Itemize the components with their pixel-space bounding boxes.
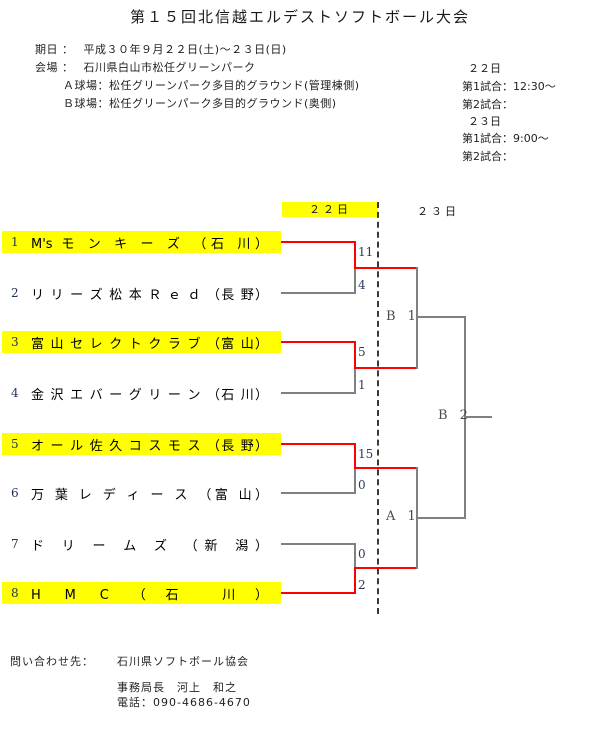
team-2-number: 2	[11, 286, 19, 300]
semifinal-a1-winner-line	[416, 517, 466, 519]
match4-connector-bottom	[354, 567, 356, 594]
contact-org: 石川県ソフトボール協会	[117, 655, 249, 668]
match2-connector-bottom	[354, 367, 356, 394]
score-team-2: 4	[358, 278, 366, 292]
team-row-8: 8 H M C （石 川）	[2, 582, 281, 604]
schedule-day2-game1: 第1試合：9:00～	[462, 132, 549, 145]
semifinal-b1-connector	[416, 267, 418, 369]
day-separator-dashed-line	[377, 202, 379, 614]
final-b2-label: B 2	[438, 408, 472, 423]
team-row-5: 5 オ ー ル 佐 久 コ ス モ ス （長 野）	[2, 433, 281, 455]
contact-phone: 電話：090-4686-4670	[117, 696, 251, 709]
team-3-number: 3	[11, 335, 19, 349]
match4-connector-top	[354, 543, 356, 569]
team-6-line	[281, 492, 355, 494]
team-4-line	[281, 392, 355, 394]
match3-winner-line	[354, 467, 418, 469]
team-1-number: 1	[11, 235, 19, 249]
schedule-day2-game2: 第2試合：	[462, 150, 513, 163]
bracket-day1-header: ２２日	[282, 202, 378, 217]
team-3-line	[281, 341, 355, 343]
team-row-6: 6 万 葉 レ デ ィ ー ス （富 山）	[2, 482, 281, 504]
team-7-name: ド リ ー ム ズ （新 潟）	[31, 538, 268, 554]
team-1-line	[281, 241, 355, 243]
schedule-day2: ２３日	[468, 115, 501, 128]
team-8-number: 8	[11, 586, 19, 600]
team-6-name: 万 葉 レ デ ィ ー ス （富 山）	[31, 487, 268, 503]
date-line: 期日 ： 平成３０年９月２２日(土)～２３日(日)	[35, 41, 287, 57]
score-team-6: 0	[358, 478, 366, 492]
match2-winner-line	[354, 367, 418, 369]
team-3-name: 富 山 セ レ ク ト ク ラ ブ （富 山）	[31, 336, 268, 352]
team-4-name: 金 沢 エ バ ー グ リ ー ン （石 川）	[31, 387, 268, 403]
score-team-8: 2	[358, 578, 366, 592]
venue-line: 会場 ： 石川県白山市松任グリーンパーク	[35, 59, 255, 75]
team-7-line	[281, 543, 355, 545]
semifinal-a1-label: A 1	[386, 509, 420, 524]
venue-label: 会場 ：	[35, 61, 74, 74]
team-5-line	[281, 443, 355, 445]
field-b-line: Ｂ球場：松任グリーンパーク多目的グラウンド(奥側)	[63, 97, 337, 110]
schedule-day1-game2: 第2試合：	[462, 98, 513, 111]
team-row-7: 7 ド リ ー ム ズ （新 潟）	[2, 533, 281, 555]
team-row-3: 3 富 山 セ レ ク ト ク ラ ブ （富 山）	[2, 331, 281, 353]
date-value: 平成３０年９月２２日(土)～２３日(日)	[83, 43, 287, 56]
team-2-name: リ リ ー ズ 松 本 Ｒ ｅ ｄ （長 野）	[31, 287, 268, 303]
match3-connector-bottom	[354, 467, 356, 494]
team-2-line	[281, 292, 355, 294]
semifinal-b1-winner-line	[416, 316, 466, 318]
date-label: 期日 ：	[35, 43, 74, 56]
team-4-number: 4	[11, 386, 19, 400]
contact-person: 事務局長 河上 和之	[117, 681, 237, 694]
venue-value: 石川県白山市松任グリーンパーク	[83, 61, 256, 74]
score-team-7: 0	[358, 547, 366, 561]
schedule-day1-game1: 第1試合：12:30～	[462, 80, 556, 93]
match2-connector-top	[354, 341, 356, 369]
team-row-2: 2 リ リ ー ズ 松 本 Ｒ ｅ ｄ （長 野）	[2, 282, 281, 304]
page-title: 第１５回北信越エルデストソフトボール大会	[129, 8, 470, 26]
team-6-number: 6	[11, 486, 19, 500]
team-row-4: 4 金 沢 エ バ ー グ リ ー ン （石 川）	[2, 382, 281, 404]
score-team-3: 5	[358, 345, 366, 359]
match1-winner-line	[354, 267, 418, 269]
team-row-1: 1 M's モ ン キ ー ズ （石 川）	[2, 231, 281, 253]
team-8-name: H M C （石 川）	[31, 587, 268, 603]
score-team-5: 15	[358, 447, 374, 461]
match1-connector-top	[354, 241, 356, 269]
score-team-4: 1	[358, 378, 366, 392]
schedule-day1: ２２日	[468, 62, 501, 75]
match4-winner-line	[354, 567, 418, 569]
team-8-line	[281, 592, 355, 594]
score-team-1: 11	[358, 245, 374, 259]
bracket-day2-header: ２３日	[417, 205, 459, 218]
semifinal-b1-label: B 1	[386, 309, 420, 324]
team-7-number: 7	[11, 537, 19, 551]
contact-label: 問い合わせ先：	[10, 655, 94, 668]
match1-connector-bottom	[354, 267, 356, 294]
team-1-name: M's モ ン キ ー ズ （石 川）	[31, 236, 268, 252]
field-a-line: Ａ球場：松任グリーンパーク多目的グラウンド(管理棟側)	[63, 79, 360, 92]
team-5-number: 5	[11, 437, 19, 451]
final-b2-winner-line	[464, 416, 492, 418]
team-5-name: オ ー ル 佐 久 コ ス モ ス （長 野）	[31, 438, 268, 454]
match3-connector-top	[354, 443, 356, 469]
